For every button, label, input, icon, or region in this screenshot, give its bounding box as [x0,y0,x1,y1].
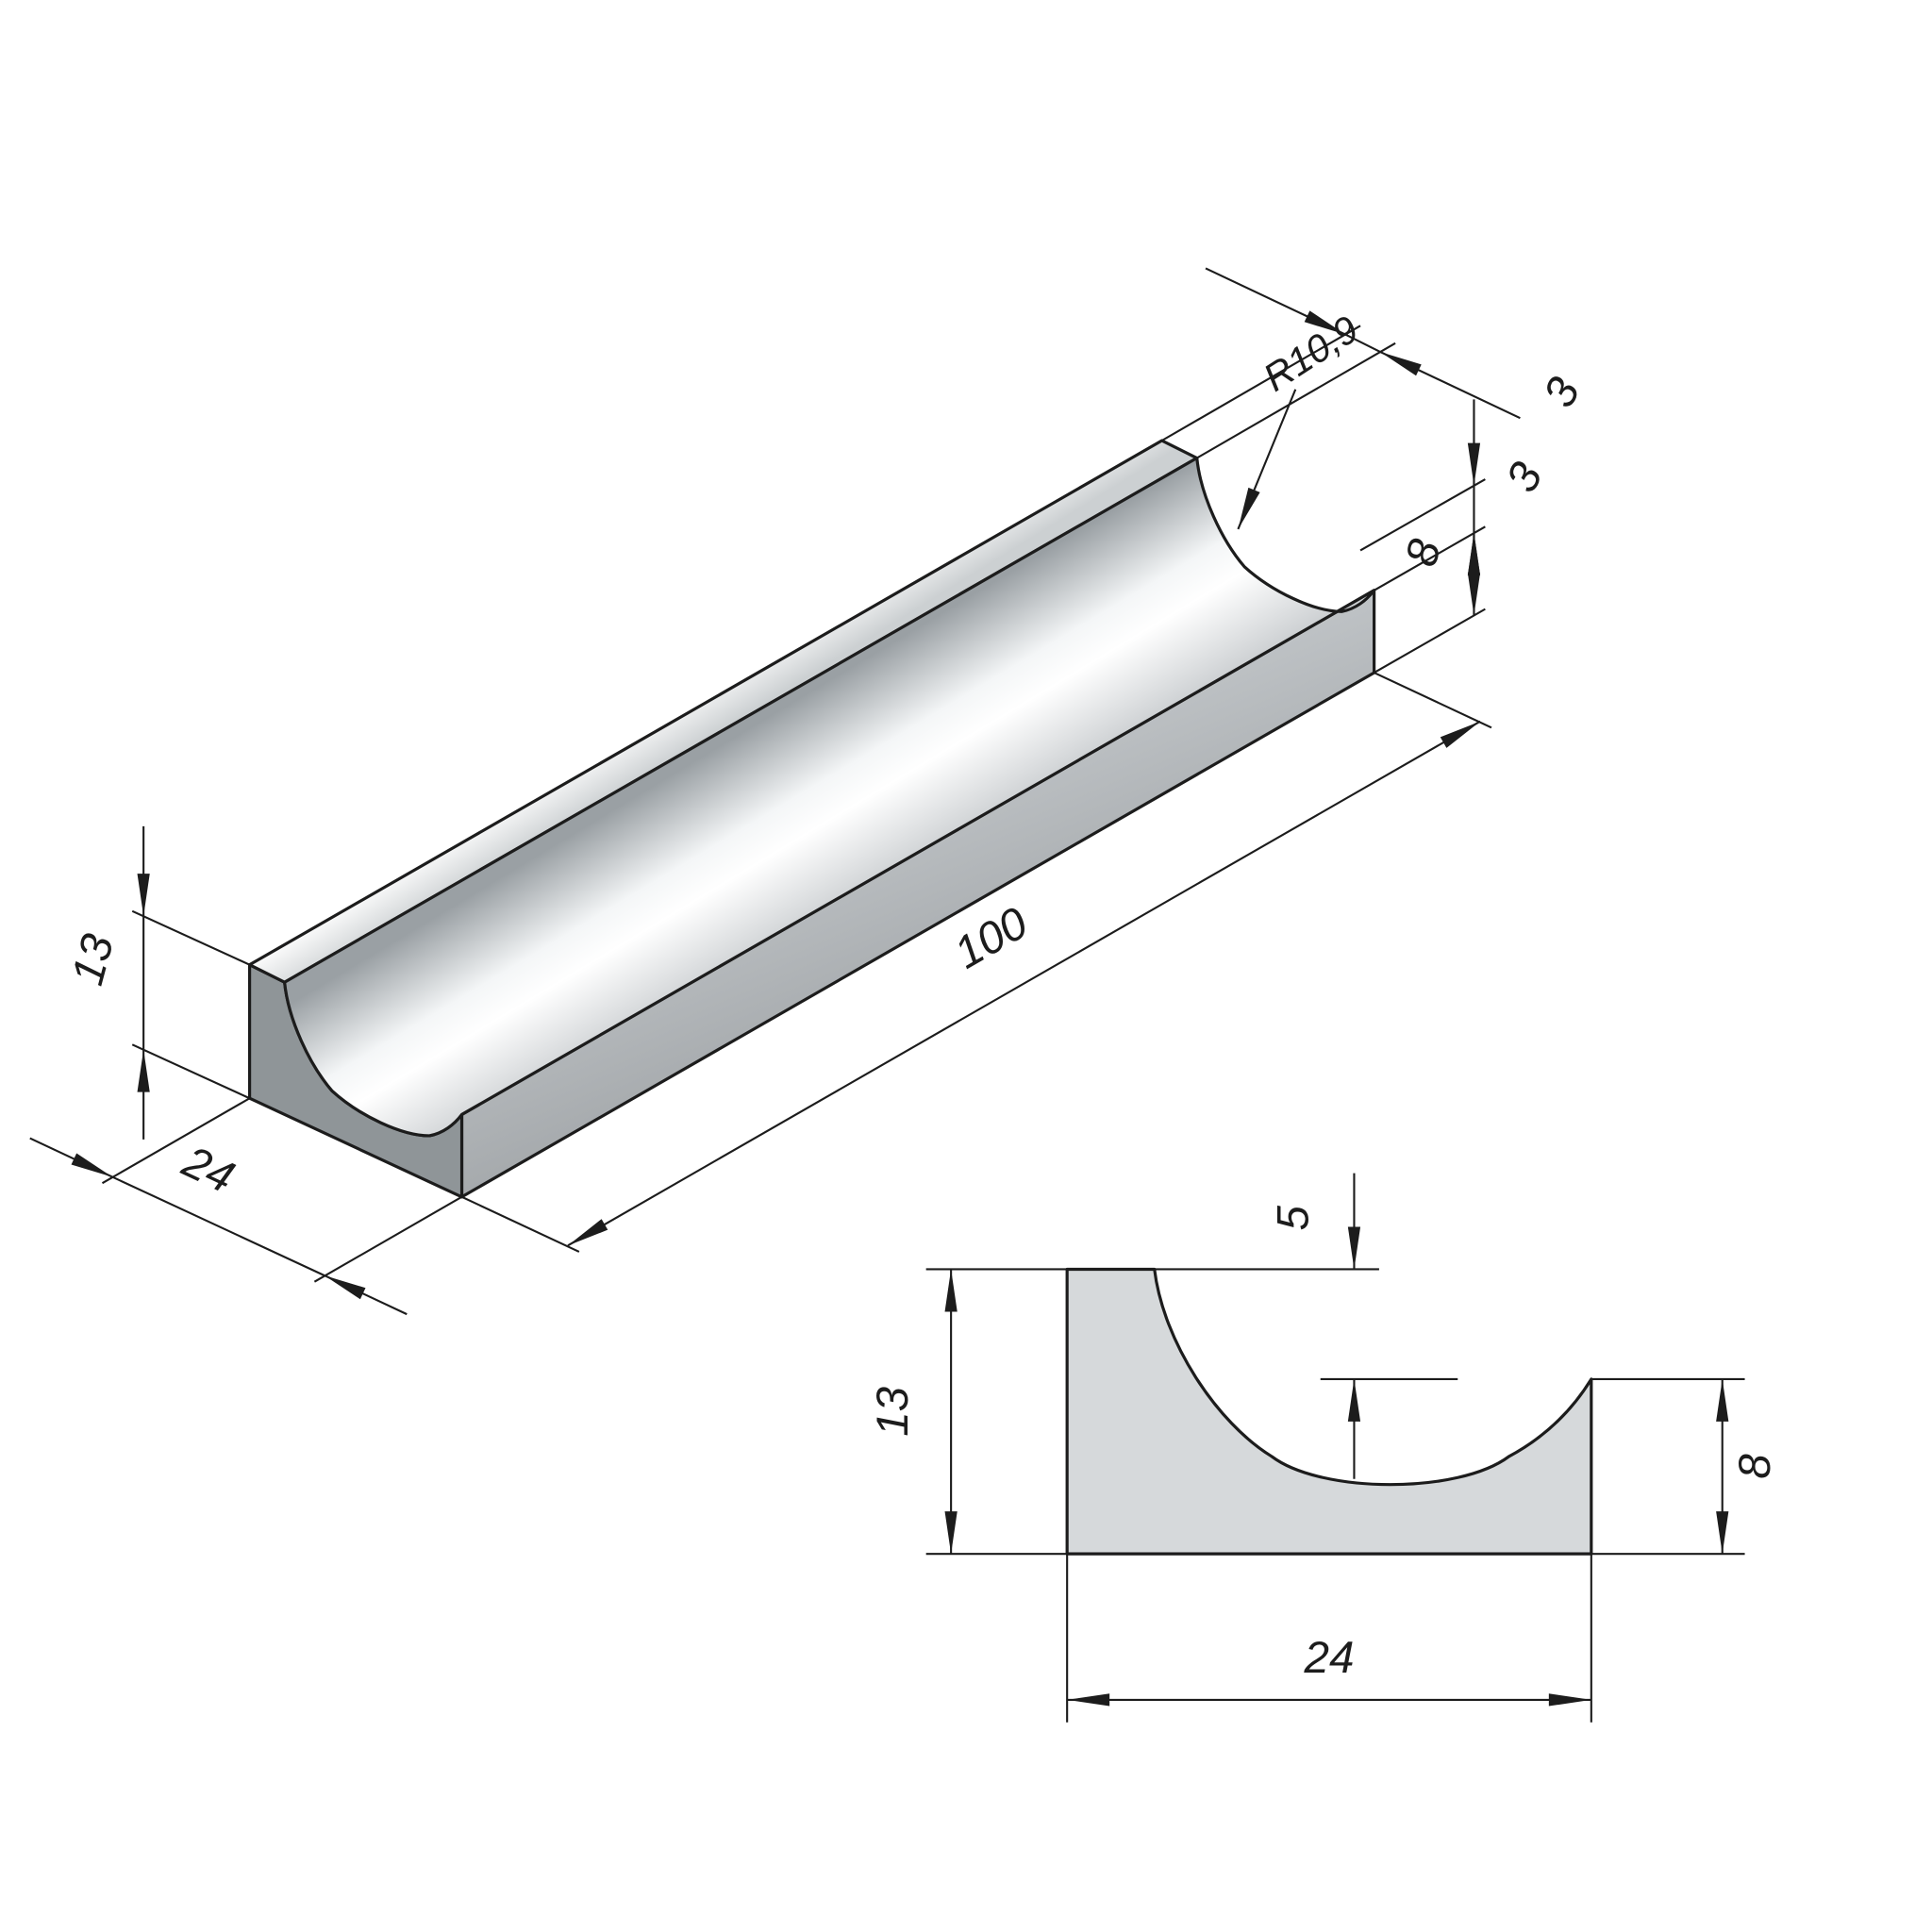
iso-dim-height-left: 13 [62,825,251,1140]
iso-dim-height-right-label: 8 [1396,534,1451,572]
iso-channel-face [283,456,1376,1138]
iso-view: 13 24 100 8 [29,267,1591,1316]
section-dim-height-right: 8 [1591,1377,1780,1556]
section-dim-height-right-label: 8 [1730,1454,1780,1479]
section-dim-height-left: 13 [868,1268,1068,1556]
iso-dim-height-right: 8 [1374,525,1486,675]
iso-dim-chamfer-side-label: 3 [1497,454,1553,500]
iso-dim-chamfer-top-label: 3 [1534,369,1590,415]
iso-dim-width-label: 24 [175,1137,242,1204]
iso-dim-height-left-label: 13 [62,928,124,990]
section-dim-height-left-label: 13 [868,1386,918,1436]
section-dim-depth: 5 [1154,1173,1458,1479]
iso-dim-chamfer-side: 3 [1359,399,1553,593]
section-dim-width: 24 [1066,1554,1592,1723]
iso-dim-radius-label: R10,9 [1256,307,1366,399]
iso-dim-chamfer-top: 3 [1161,267,1591,459]
section-dim-width-label: 24 [1304,1633,1355,1683]
section-outline [1065,1267,1593,1556]
section-view: 13 5 8 24 [868,1173,1780,1723]
iso-dim-radius: R10,9 [1237,307,1366,530]
section-dim-depth-label: 5 [1269,1205,1319,1230]
